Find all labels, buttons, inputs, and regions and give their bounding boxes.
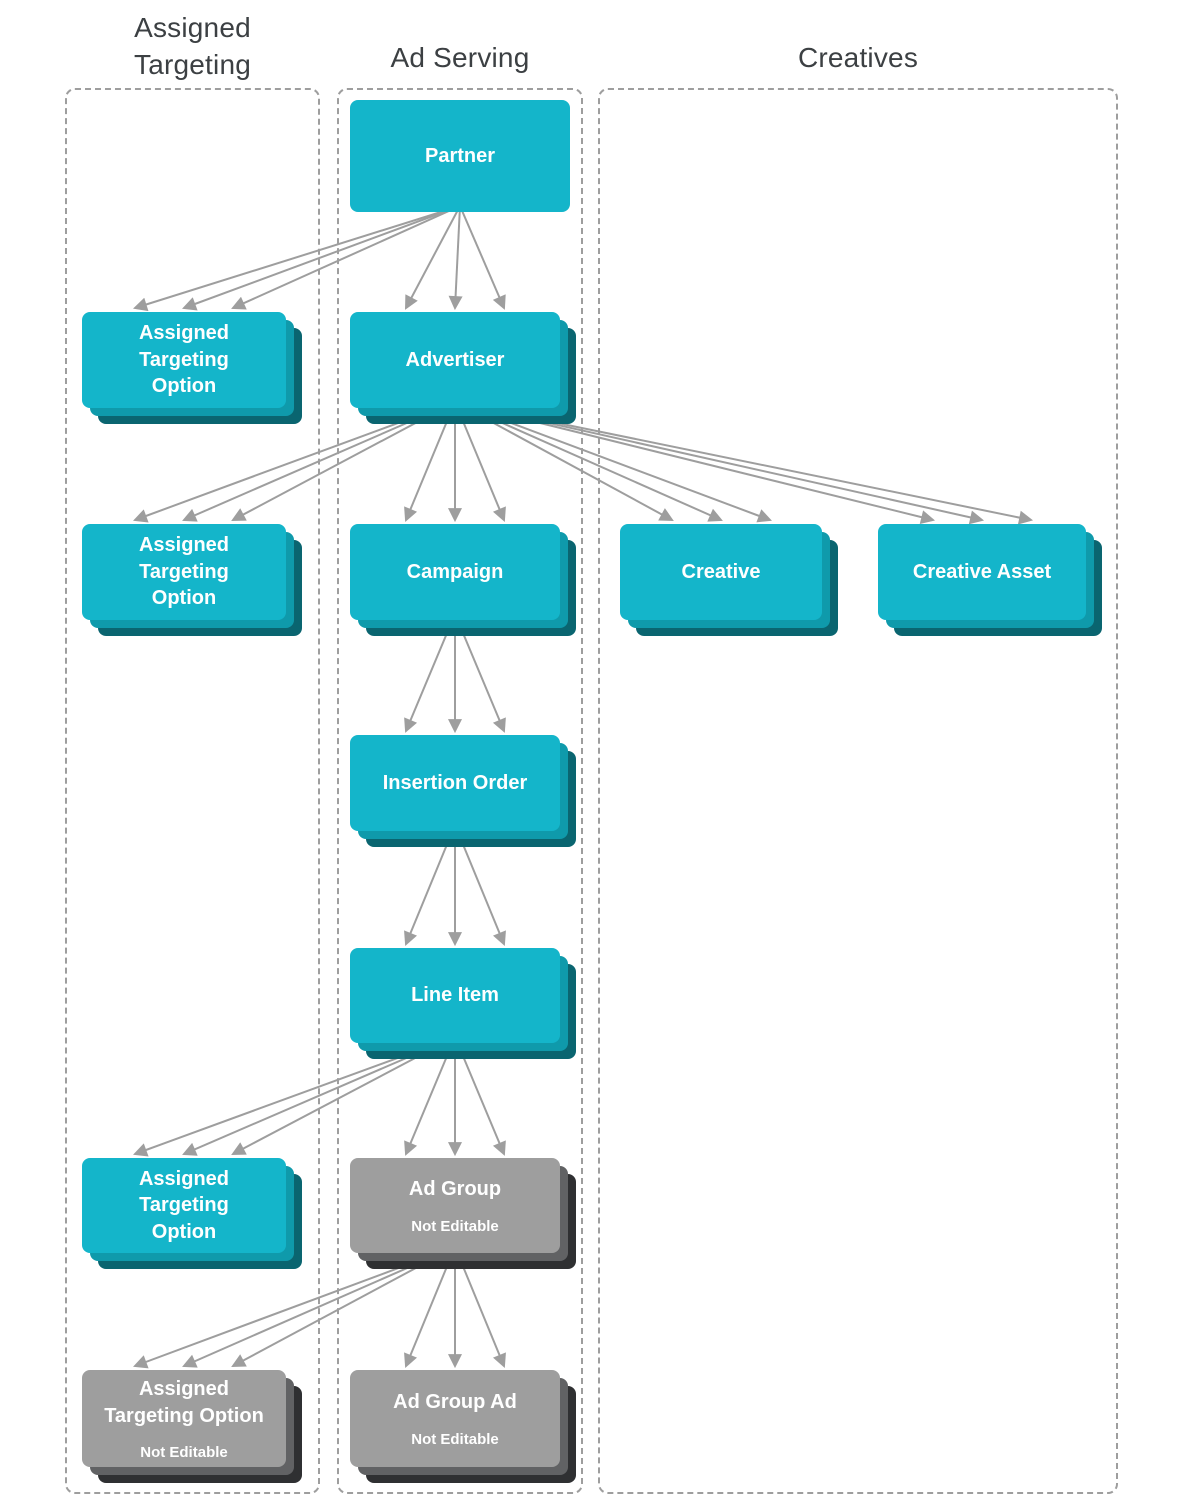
node-label: Insertion Order [382,771,528,794]
relationship-arrow [182,205,461,311]
node-advertiser: Advertiser [350,312,560,408]
node-assigned-targeting-option-line-item: Assigned Targeting Option [82,1158,286,1253]
relationship-arrow [454,401,506,522]
assigned-targeting-panel [65,88,320,1494]
node-label: Campaign [406,560,504,583]
relationship-arrow [231,1246,456,1367]
node-label: Assigned Targeting Option [104,1378,264,1427]
node-insertion-order: Insertion Order [350,735,560,831]
node-label: Advertiser [405,348,505,371]
relationship-arrow [404,1036,456,1156]
node-creative-asset: Creative Asset [878,524,1086,620]
relationship-arrow [454,401,936,524]
relationship-arrow [404,1246,456,1368]
node-subtitle: Not Editable [411,1217,499,1235]
node-label: Partner [424,144,496,167]
relationship-arrow [454,824,506,946]
node-label: Ad Group Ad [393,1391,517,1414]
relationship-arrow [182,401,456,522]
relationship-arrow [448,205,463,311]
relationship-arrow [133,1036,456,1157]
node-assigned-targeting-option-partner: Assigned Targeting Option [82,312,286,408]
relationship-arrow [454,401,1034,525]
node-ad-group: Ad Group Not Editable [350,1158,560,1253]
node-campaign: Campaign [350,524,560,620]
node-label: Creative Asset [912,560,1052,583]
node-line-item: Line Item [350,948,560,1043]
relationship-arrow [182,1036,456,1156]
relationship-arrow [454,401,674,522]
creatives-panel [598,88,1118,1494]
column-title-assigned-targeting: Assigned Targeting [134,12,251,80]
relationship-arrow [132,205,461,312]
relationship-arrow [454,1036,506,1156]
node-creative: Creative [620,524,822,620]
node-partner: Partner [350,100,570,212]
relationship-arrow [405,205,461,310]
relationship-arrow [231,205,461,310]
relationship-arrow [182,1246,456,1368]
relationship-arrow [454,1246,506,1368]
node-label: Assigned Targeting Option [138,322,230,398]
node-subtitle: Not Editable [411,1430,499,1448]
node-label: Line Item [411,984,499,1007]
relationship-arrow [231,1036,456,1155]
node-assigned-targeting-option-ad-group: Assigned Targeting Option Not Editable [82,1370,286,1467]
column-title-creatives: Creatives [797,42,919,73]
node-label: Assigned Targeting Option [138,534,230,610]
relationship-arrow [454,401,723,522]
relationship-arrow [454,401,985,525]
column-title-ad-serving: Ad Serving [390,42,530,73]
relationship-arrow [454,613,506,733]
relationship-arrow [133,1246,456,1369]
node-assigned-targeting-option-advertiser: Assigned Targeting Option [82,524,286,620]
relationship-arrow [404,401,456,522]
relationship-arrow [404,824,456,946]
relationship-arrow [133,401,456,523]
node-label: Creative [681,560,761,583]
ad-serving-panel [337,88,583,1494]
relationship-arrow [459,205,506,310]
relationship-arrow [454,401,772,523]
relationship-arrow [231,401,456,521]
node-label: Ad Group [408,1178,502,1201]
node-label: Assigned Targeting Option [138,1167,230,1243]
relationship-arrow [404,613,456,733]
node-ad-group-ad: Ad Group Ad Not Editable [350,1370,560,1467]
node-subtitle: Not Editable [140,1443,228,1461]
